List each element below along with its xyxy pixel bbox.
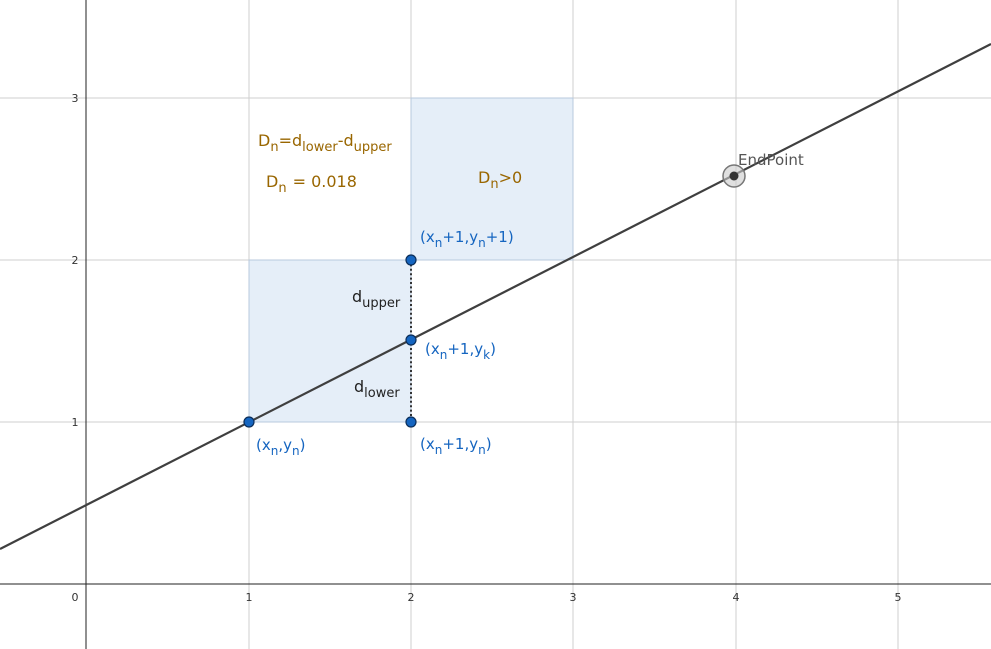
value-label: Dn= 0.018 [266,172,357,196]
endpoint-label: EndPoint [738,151,804,169]
d-lower-label: dlower [354,377,400,401]
y-tick-3: 3 [72,92,79,105]
label-xn-yn: (xn,yn) [256,436,305,458]
x-tick-5: 5 [895,591,902,604]
endpoint-marker[interactable] [722,164,746,188]
label-xn1-yn1: (xn+1,yn+1) [420,228,514,250]
x-tick-2: 2 [408,591,415,604]
x-tick-0: 0 [72,591,79,604]
condition-label: Dn>0 [478,168,522,192]
label-xn1-yk: (xn+1,yk) [425,340,496,362]
formula-label: Dn=dlower-dupper [258,131,392,155]
y-tick-1: 1 [72,416,79,429]
point-xn-yn[interactable] [243,416,255,428]
x-tick-3: 3 [570,591,577,604]
y-tick-2: 2 [72,254,79,267]
ideal-line [0,43,991,550]
point-xn1-yn[interactable] [405,416,417,428]
lower-cell-region [248,259,412,423]
upper-cell-region [410,97,574,261]
x-tick-1: 1 [246,591,253,604]
x-tick-4: 4 [733,591,740,604]
label-xn1-yn: (xn+1,yn) [420,435,492,457]
point-xn1-yn1[interactable] [405,254,417,266]
d-upper-label: dupper [352,287,401,311]
point-xn1-yk[interactable] [405,334,417,346]
